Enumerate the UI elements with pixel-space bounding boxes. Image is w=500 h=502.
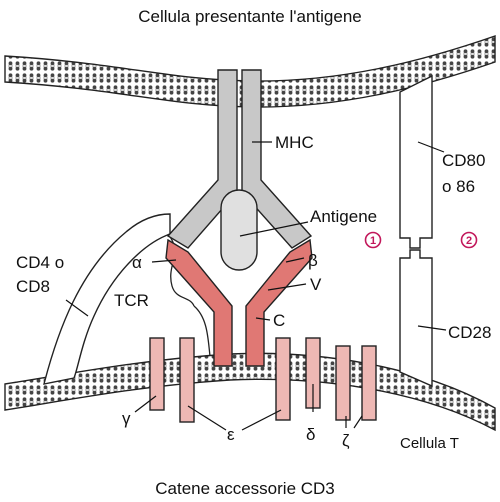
cd3-zeta-chain-1 xyxy=(335,345,351,421)
cd3-zeta-chain-2 xyxy=(361,345,377,421)
signal-1-number: 1 xyxy=(370,235,376,247)
signal-1-circle xyxy=(364,231,382,249)
label-alpha: α xyxy=(132,253,142,272)
antigen-peptide xyxy=(220,189,258,271)
cd80-molecule xyxy=(399,74,433,249)
label-v: V xyxy=(310,275,322,294)
apc-membrane xyxy=(4,35,496,108)
mhc-left-chain xyxy=(166,69,238,249)
signal-2-circle xyxy=(460,231,478,249)
label-zeta: ζ xyxy=(342,431,350,450)
label-cd28: CD28 xyxy=(448,323,491,342)
cd4-cd8-coreceptor xyxy=(43,213,171,385)
label-tcell: Cellula T xyxy=(400,435,459,452)
label-mhc: MHC xyxy=(275,133,314,152)
label-cd8: CD8 xyxy=(16,277,50,296)
cd3-epsilon-chain-1 xyxy=(179,337,195,423)
label-c: C xyxy=(273,311,285,330)
tcr-alpha-chain xyxy=(165,238,233,367)
signal-2-number: 2 xyxy=(466,235,472,247)
label-cd4: CD4 o xyxy=(16,253,64,272)
label-cd80-alt: o 86 xyxy=(442,177,475,196)
title-bottom: Catene accessorie CD3 xyxy=(155,479,335,498)
label-epsilon: ε xyxy=(227,425,235,444)
label-delta: δ xyxy=(306,425,315,444)
label-tcr: TCR xyxy=(114,291,149,310)
label-gamma: γ xyxy=(122,409,131,428)
cd4-stalk xyxy=(193,305,211,357)
cd3-epsilon-chain-2 xyxy=(275,337,291,421)
leader-lines xyxy=(65,141,447,431)
signal-2-marker: 2 xyxy=(460,231,478,249)
label-cd80: CD80 xyxy=(442,151,485,170)
cd28-molecule xyxy=(399,249,433,388)
cd3-gamma-chain xyxy=(149,337,165,411)
label-antigen: Antigene xyxy=(310,207,377,226)
label-beta: β xyxy=(308,251,318,270)
title-top: Cellula presentante l'antigene xyxy=(138,7,361,26)
tcr-beta-chain xyxy=(245,238,313,367)
cd3-chains xyxy=(149,337,377,423)
signal-1-marker: 1 xyxy=(364,231,382,249)
